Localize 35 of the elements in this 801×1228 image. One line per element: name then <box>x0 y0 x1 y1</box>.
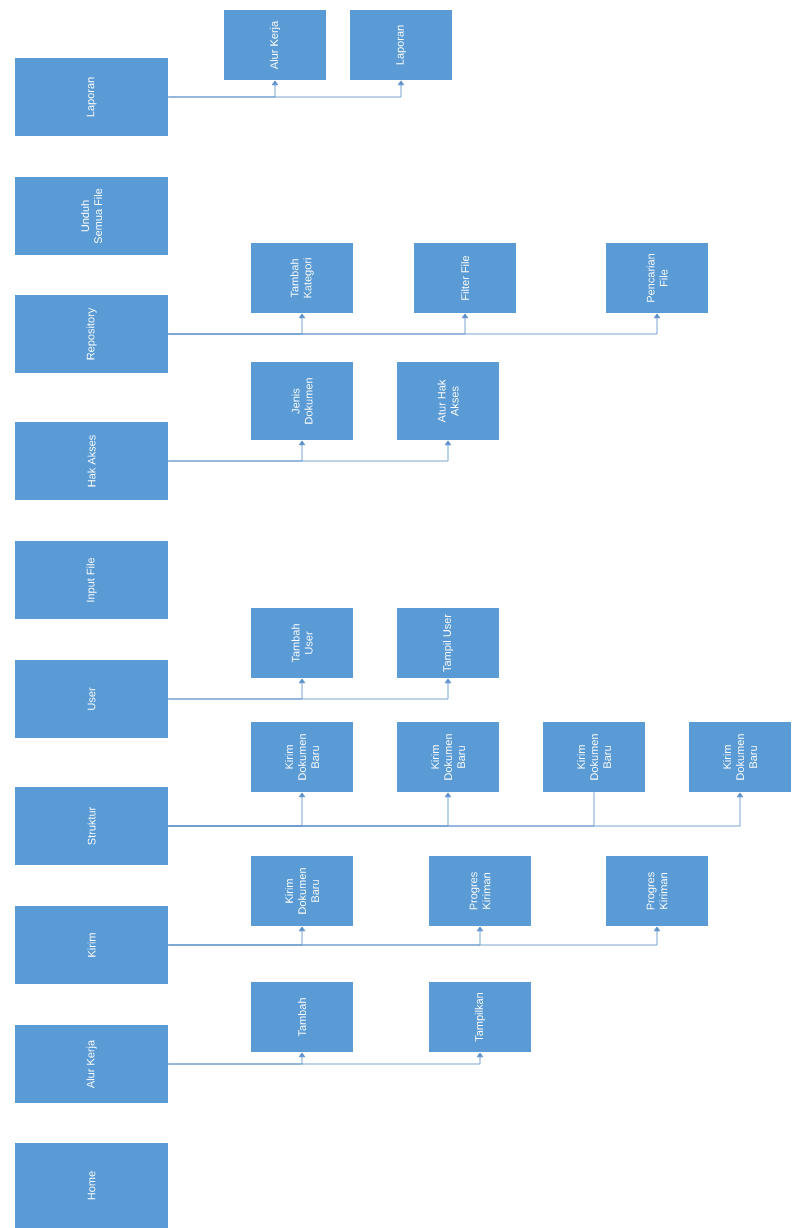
submenu-box: Pencarian File <box>606 243 708 313</box>
submenu-box: Progres Kiriman <box>606 856 708 926</box>
connector-arrow <box>167 926 661 946</box>
submenu-box: Kirim Dokumen Baru <box>251 722 353 792</box>
submenu-box: Progres Kiriman <box>429 856 531 926</box>
connector-arrow <box>167 792 744 827</box>
connector-arrow <box>167 313 661 335</box>
submenu-box: Atur Hak Akses <box>397 362 499 440</box>
submenu-box: Filter File <box>414 243 516 313</box>
submenu-box: Jenis Dokumen <box>251 362 353 440</box>
menu-box: Unduh Semua File <box>15 177 168 255</box>
menu-box: Alur Kerja <box>15 1025 168 1103</box>
connector-arrow <box>167 80 405 98</box>
menu-box: Home <box>15 1143 168 1228</box>
connector-arrow <box>167 1052 484 1065</box>
submenu-box: Kirim Dokumen Baru <box>397 722 499 792</box>
submenu-box: Alur Kerja <box>224 10 326 80</box>
menu-box: Laporan <box>15 58 168 136</box>
submenu-box: Kirim Dokumen Baru <box>543 722 645 792</box>
menu-box: Input File <box>15 541 168 619</box>
submenu-box: Tampilkan <box>429 982 531 1052</box>
menu-box: Struktur <box>15 787 168 865</box>
menu-box: Repository <box>15 295 168 373</box>
submenu-box: Tambah Kategori <box>251 243 353 313</box>
connector-arrow <box>167 678 452 700</box>
connector-arrow <box>167 440 452 462</box>
submenu-box: Tambah <box>251 982 353 1052</box>
submenu-box: Kirim Dokumen Baru <box>689 722 791 792</box>
menu-box: User <box>15 660 168 738</box>
submenu-box: Tampil User <box>397 608 499 678</box>
menu-box: Kirim <box>15 906 168 984</box>
menu-box: Hak Akses <box>15 422 168 500</box>
submenu-box: Tambah User <box>251 608 353 678</box>
submenu-box: Kirim Dokumen Baru <box>251 856 353 926</box>
submenu-box: Laporan <box>350 10 452 80</box>
